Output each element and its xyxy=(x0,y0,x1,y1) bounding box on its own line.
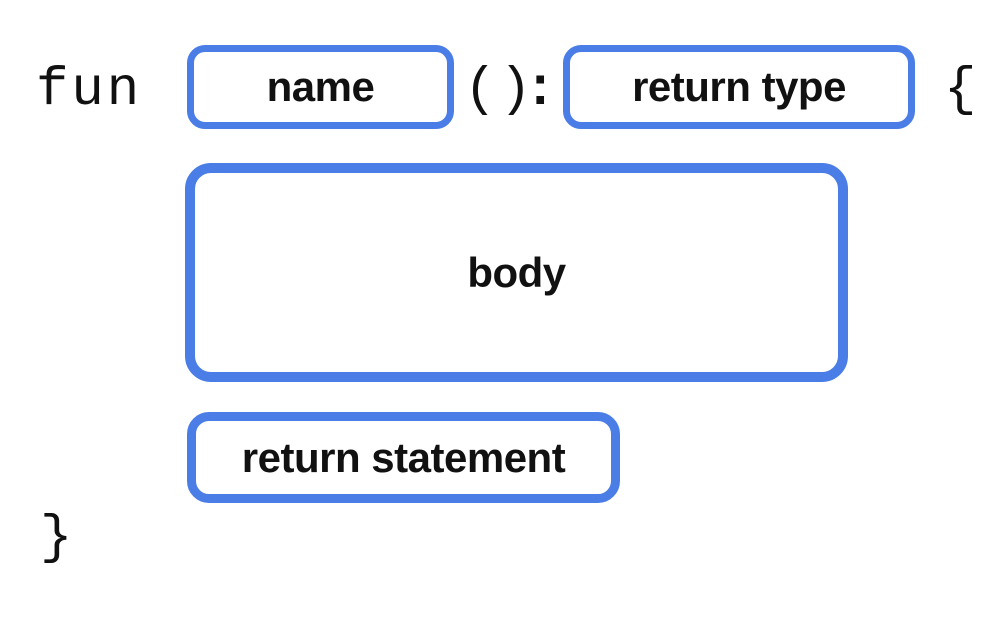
parentheses-token: () xyxy=(464,60,535,121)
return-type-slot-box: return type xyxy=(563,45,915,129)
fun-keyword-token: fun xyxy=(36,60,143,121)
body-slot-label: body xyxy=(467,248,566,296)
close-brace-token: } xyxy=(40,508,76,569)
open-brace-token: { xyxy=(944,60,980,121)
name-slot-box: name xyxy=(187,45,454,129)
name-slot-label: name xyxy=(266,63,375,110)
return-type-slot-label: return type xyxy=(632,63,846,110)
return-statement-slot-label: return statement xyxy=(241,433,566,481)
colon-token: : xyxy=(524,60,560,121)
body-slot-box: body xyxy=(185,163,848,382)
return-statement-slot-box: return statement xyxy=(187,412,620,503)
